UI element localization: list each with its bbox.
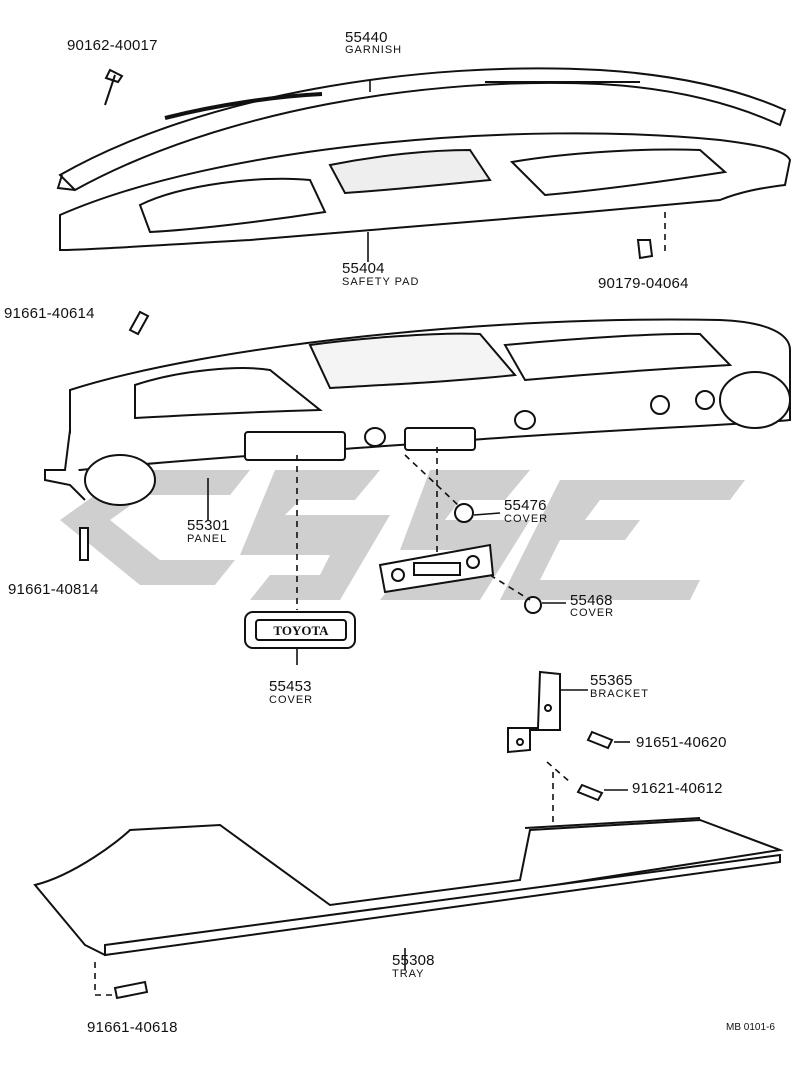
fastener-label-clip: 90179-04064: [598, 275, 689, 292]
fastener-label-bracket: 91651-40620: [636, 734, 727, 751]
part-name-garnish: GARNISH: [345, 44, 403, 56]
safety-pad-part: [59, 132, 792, 252]
part-number-cover-55453: 55453: [269, 678, 312, 695]
garnish-part: [56, 67, 787, 192]
panel-part: [44, 318, 791, 506]
fastener-label-screw-top: 90162-40017: [67, 37, 158, 54]
part-number-panel: 55301: [187, 517, 230, 534]
bolt-icon-left-lower: [79, 527, 89, 561]
fastener-label-tray-right: 91621-40612: [632, 780, 723, 797]
clip-icon: [636, 239, 654, 260]
part-number-cover-55476: 55476: [504, 497, 547, 514]
bolt-icon-tray-left: [113, 980, 149, 1000]
part-number-cover-55468: 55468: [570, 592, 613, 609]
part-number-bracket: 55365: [590, 672, 633, 689]
fastener-label-tray-left: 91661-40618: [87, 1019, 178, 1036]
part-name-bracket: BRACKET: [590, 688, 649, 700]
cover-55476-part: [454, 503, 474, 523]
part-number-garnish: 55440: [345, 29, 388, 46]
part-name-cover-55468: COVER: [570, 607, 615, 619]
bolt-icon-bracket: [586, 730, 614, 750]
part-name-cover-55476: COVER: [504, 513, 549, 525]
fastener-label-left-lower: 91661-40814: [8, 581, 99, 598]
cover-plate-part: [378, 503, 542, 614]
bracket-part: [507, 670, 561, 754]
part-name-cover-55453: COVER: [269, 694, 314, 706]
cover-55468-part: [524, 596, 542, 614]
part-name-tray: TRAY: [392, 968, 425, 980]
part-number-safety-pad: 55404: [342, 260, 385, 277]
fastener-label-left-upper: 91661-40614: [4, 305, 95, 322]
part-name-panel: PANEL: [187, 533, 228, 545]
fastener-icons: [79, 68, 654, 1000]
cover-55453-part: TOYOTA: [244, 611, 356, 649]
leader-lines: [94, 80, 666, 996]
toyota-emblem: TOYOTA: [273, 623, 329, 638]
bolt-icon-tray-right: [576, 783, 604, 802]
part-name-safety-pad: SAFETY PAD: [342, 276, 420, 288]
screw-icon: [104, 68, 124, 106]
bolt-icon-left-upper: [128, 310, 150, 336]
tray-part: [33, 817, 784, 957]
drawing-code: MB 0101-6: [726, 1022, 775, 1033]
part-number-tray: 55308: [392, 952, 435, 969]
